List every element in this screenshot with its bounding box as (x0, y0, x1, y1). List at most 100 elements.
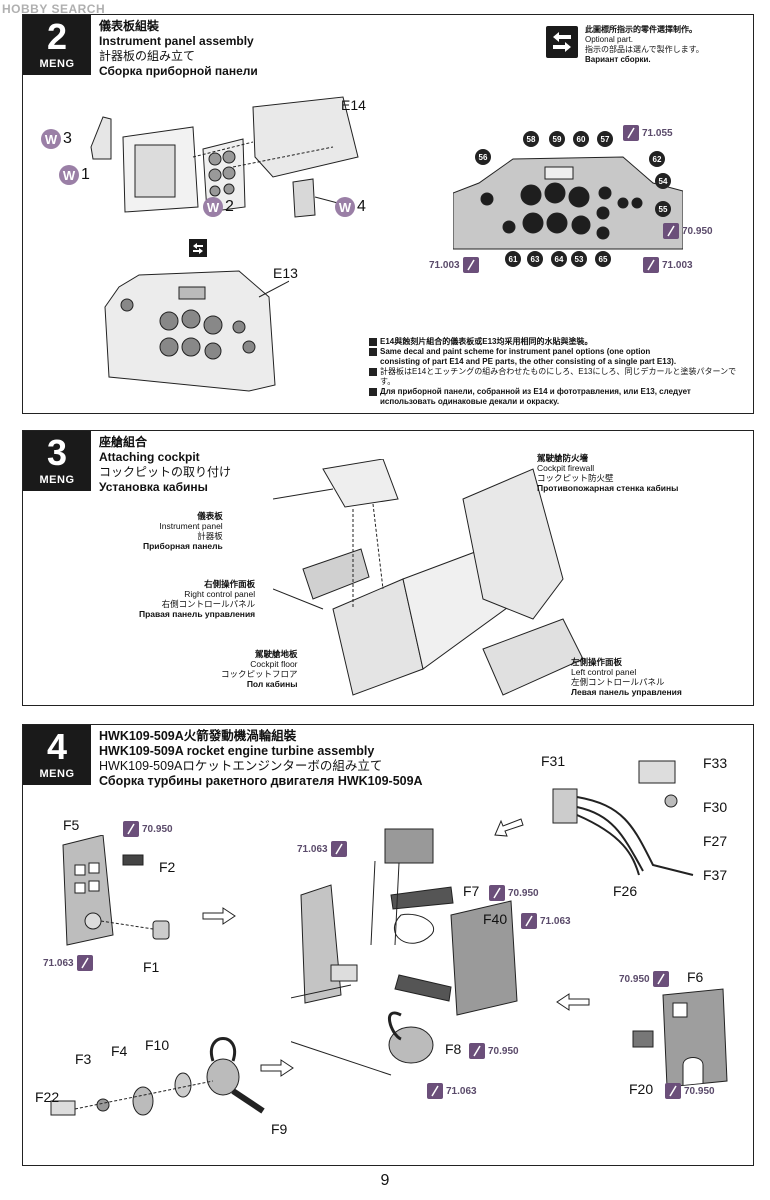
paint-callout: 71.063 (427, 1083, 477, 1099)
paint-callout: 70.950 (663, 223, 713, 239)
paint-code: 71.003 (429, 259, 460, 271)
gauge-callout: 58 (523, 131, 539, 147)
optional-arrows-icon (546, 26, 578, 58)
label-f7: F7 (463, 883, 480, 899)
label-e13: E13 (273, 265, 298, 281)
arrow-right-icon (202, 907, 236, 925)
brush-icon (521, 913, 537, 929)
paint-code: 70.950 (682, 225, 713, 237)
ann-jp: コックピット防火壁 (537, 473, 614, 483)
ann-cockpit-floor: 駕駛艙地板 Cockpit floor コックピットフロア Пол кабины (221, 649, 298, 689)
label-f8: F8 (445, 1041, 462, 1057)
arrow-left-icon (556, 993, 590, 1011)
arrow-down-left-icon (494, 818, 524, 837)
label-f20: F20 (629, 1081, 654, 1097)
note-line: E14與蝕刻片組合的儀表板或E13均采用相同的水貼與塗裝。 (369, 337, 749, 347)
w1-badge: W 1 (59, 165, 90, 185)
ann-en: Right control panel (184, 589, 256, 599)
cockpit-assembly-drawing (273, 459, 584, 696)
ann-jp: 左側コントロールパネル (571, 677, 665, 687)
ann-jp: 計器板 (197, 531, 223, 541)
paint-code: 70.950 (508, 887, 539, 899)
label-f9: F9 (271, 1121, 288, 1137)
ann-left-control-panel: 左側操作面板 Left control panel 左側コントロールパネル Ле… (571, 657, 682, 697)
f6-plate-drawing (632, 988, 728, 1088)
brush-icon (489, 885, 505, 901)
paint-callout: 71.003 (429, 257, 479, 273)
turbine-center-drawing (291, 828, 518, 1076)
paint-callout: 71.055 (623, 125, 673, 141)
ann-cockpit-firewall: 駕駛艙防火墻 Cockpit firewall コックピット防火壁 Против… (537, 453, 678, 493)
paint-callout: 70.950 (489, 885, 539, 901)
label-f2: F2 (159, 859, 176, 875)
ann-zh: 右側操作面板 (204, 579, 256, 589)
step4-number: 4 (46, 726, 68, 767)
ann-ru: Приборная панель (143, 541, 223, 551)
step4-title-zh: HWK109-509A火箭發動機渦輪組裝 (99, 729, 297, 743)
label-f1: F1 (143, 959, 160, 975)
paint-code: 71.063 (297, 843, 328, 855)
optional-zh: 此圖標所指示的零件選擇制作。 (585, 25, 697, 34)
step2-number: 2 (46, 16, 68, 57)
ann-en: Cockpit floor (250, 659, 298, 669)
label-f37: F37 (703, 867, 728, 883)
lang-icon (369, 338, 377, 346)
step2-title-zh: 儀表板組裝 (99, 19, 160, 33)
brush-icon (652, 971, 669, 987)
brush-icon (76, 955, 93, 971)
w1-num: 1 (81, 166, 90, 183)
optional-small-icon (189, 239, 207, 257)
paint-callout: 70.950 (619, 971, 669, 987)
w-icon: W (203, 197, 223, 217)
optional-en: Optional part. (585, 35, 634, 44)
label-e14: E14 (341, 97, 366, 113)
step2-badge: 2 MENG (23, 15, 91, 75)
paint-callout: 70.950 (123, 821, 173, 837)
note-line: 計器板はE14とエッチングの組み合わせたものにしろ、E13にしろ、同じデカールと… (369, 367, 749, 387)
gauge-callout: 56 (475, 149, 491, 165)
brush-icon (427, 1083, 443, 1099)
ann-en: Instrument panel (159, 521, 223, 531)
gauge-callout: 65 (595, 251, 611, 267)
note-text: consisting of part E14 and PE parts, the… (380, 357, 677, 366)
gauge-callout: 60 (573, 131, 589, 147)
gauge-callout: 54 (655, 173, 671, 189)
paint-code: 70.950 (142, 823, 173, 835)
paint-callout: 70.950 (665, 1083, 715, 1099)
brand-logo: MENG (39, 58, 75, 70)
note-text: 計器板はE14とエッチングの組み合わせたものにしろ、E13にしろ、同じデカールと… (380, 367, 737, 386)
brush-icon (623, 125, 639, 141)
f5-assembly-drawing (62, 835, 170, 946)
brush-icon (643, 257, 659, 273)
gauge-callout: 63 (527, 251, 543, 267)
page-number: 9 (380, 1172, 390, 1189)
w4-num: 4 (357, 198, 366, 215)
lang-icon (369, 368, 377, 376)
paint-code: 71.055 (642, 127, 673, 139)
step3-panel: 3 MENG 座艙組合 Attaching cockpit コックピットの取り付… (22, 430, 754, 706)
step4-title-ru: Сборка турбины ракетного двигателя HWK10… (99, 774, 423, 788)
label-f3: F3 (75, 1051, 92, 1067)
step2-title-ru: Сборка приборной панели (99, 64, 258, 78)
label-f27: F27 (703, 833, 728, 849)
ann-ru: Правая панель управления (139, 609, 256, 619)
watermark: HOBBY SEARCH (2, 2, 106, 16)
step4-title-en: HWK109-509A rocket engine turbine assemb… (99, 744, 375, 758)
optional-ru: Вариант сборки. (585, 55, 651, 64)
e13-part-drawing (104, 270, 289, 392)
brand-logo: MENG (39, 474, 75, 486)
label-f6: F6 (687, 969, 704, 985)
brush-icon (123, 821, 139, 837)
paint-callout: 70.950 (469, 1043, 519, 1059)
lang-icon (369, 348, 377, 356)
step3-title-ru: Установка кабины (99, 480, 208, 494)
step3-title-en: Attaching cockpit (99, 450, 200, 464)
w3-badge: W 3 (41, 129, 72, 149)
step4-badge: 4 MENG (23, 725, 91, 785)
note-text: Same decal and paint scheme for instrume… (380, 347, 651, 356)
step4-title-jp: HWK109-509Aロケットエンジンターボの組み立て (99, 759, 383, 773)
label-f10: F10 (145, 1037, 170, 1053)
brush-icon (330, 841, 347, 857)
step3-titles: 座艙組合 Attaching cockpit コックピットの取り付け Устан… (99, 435, 231, 495)
brush-icon (663, 223, 679, 239)
